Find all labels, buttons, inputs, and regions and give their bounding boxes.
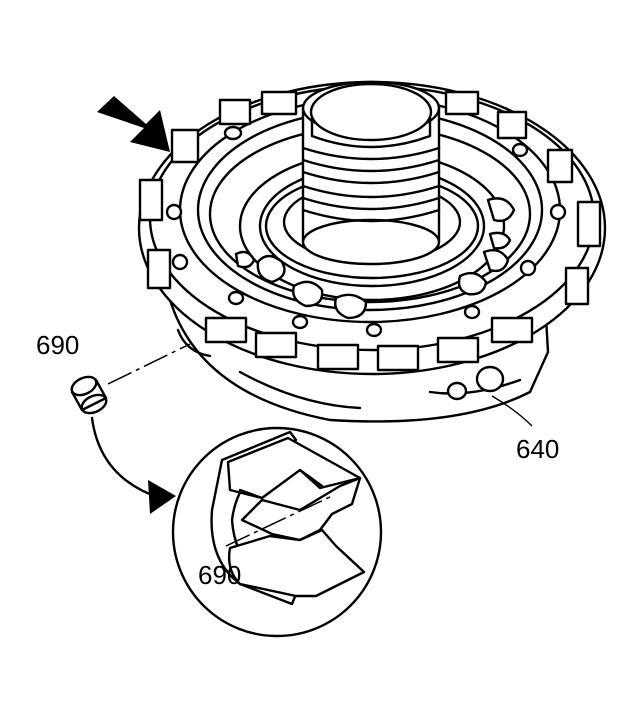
direction-arrow-icon <box>97 96 170 152</box>
bolt-holes <box>165 125 567 338</box>
seal-bushing-part <box>70 375 108 415</box>
detail-view <box>171 426 383 638</box>
stator-shaft <box>264 80 480 280</box>
detail-callout-label: 690 <box>198 560 241 590</box>
detail-arrow-icon <box>148 480 176 514</box>
flange-tabs <box>138 90 602 372</box>
leader-640 <box>491 395 533 427</box>
seal-callout-label: 690 <box>36 330 79 360</box>
alignment-centerline <box>107 343 191 385</box>
pump-callout-label: 640 <box>516 434 559 464</box>
detail-centerline <box>225 495 333 547</box>
detail-curve <box>90 416 162 500</box>
